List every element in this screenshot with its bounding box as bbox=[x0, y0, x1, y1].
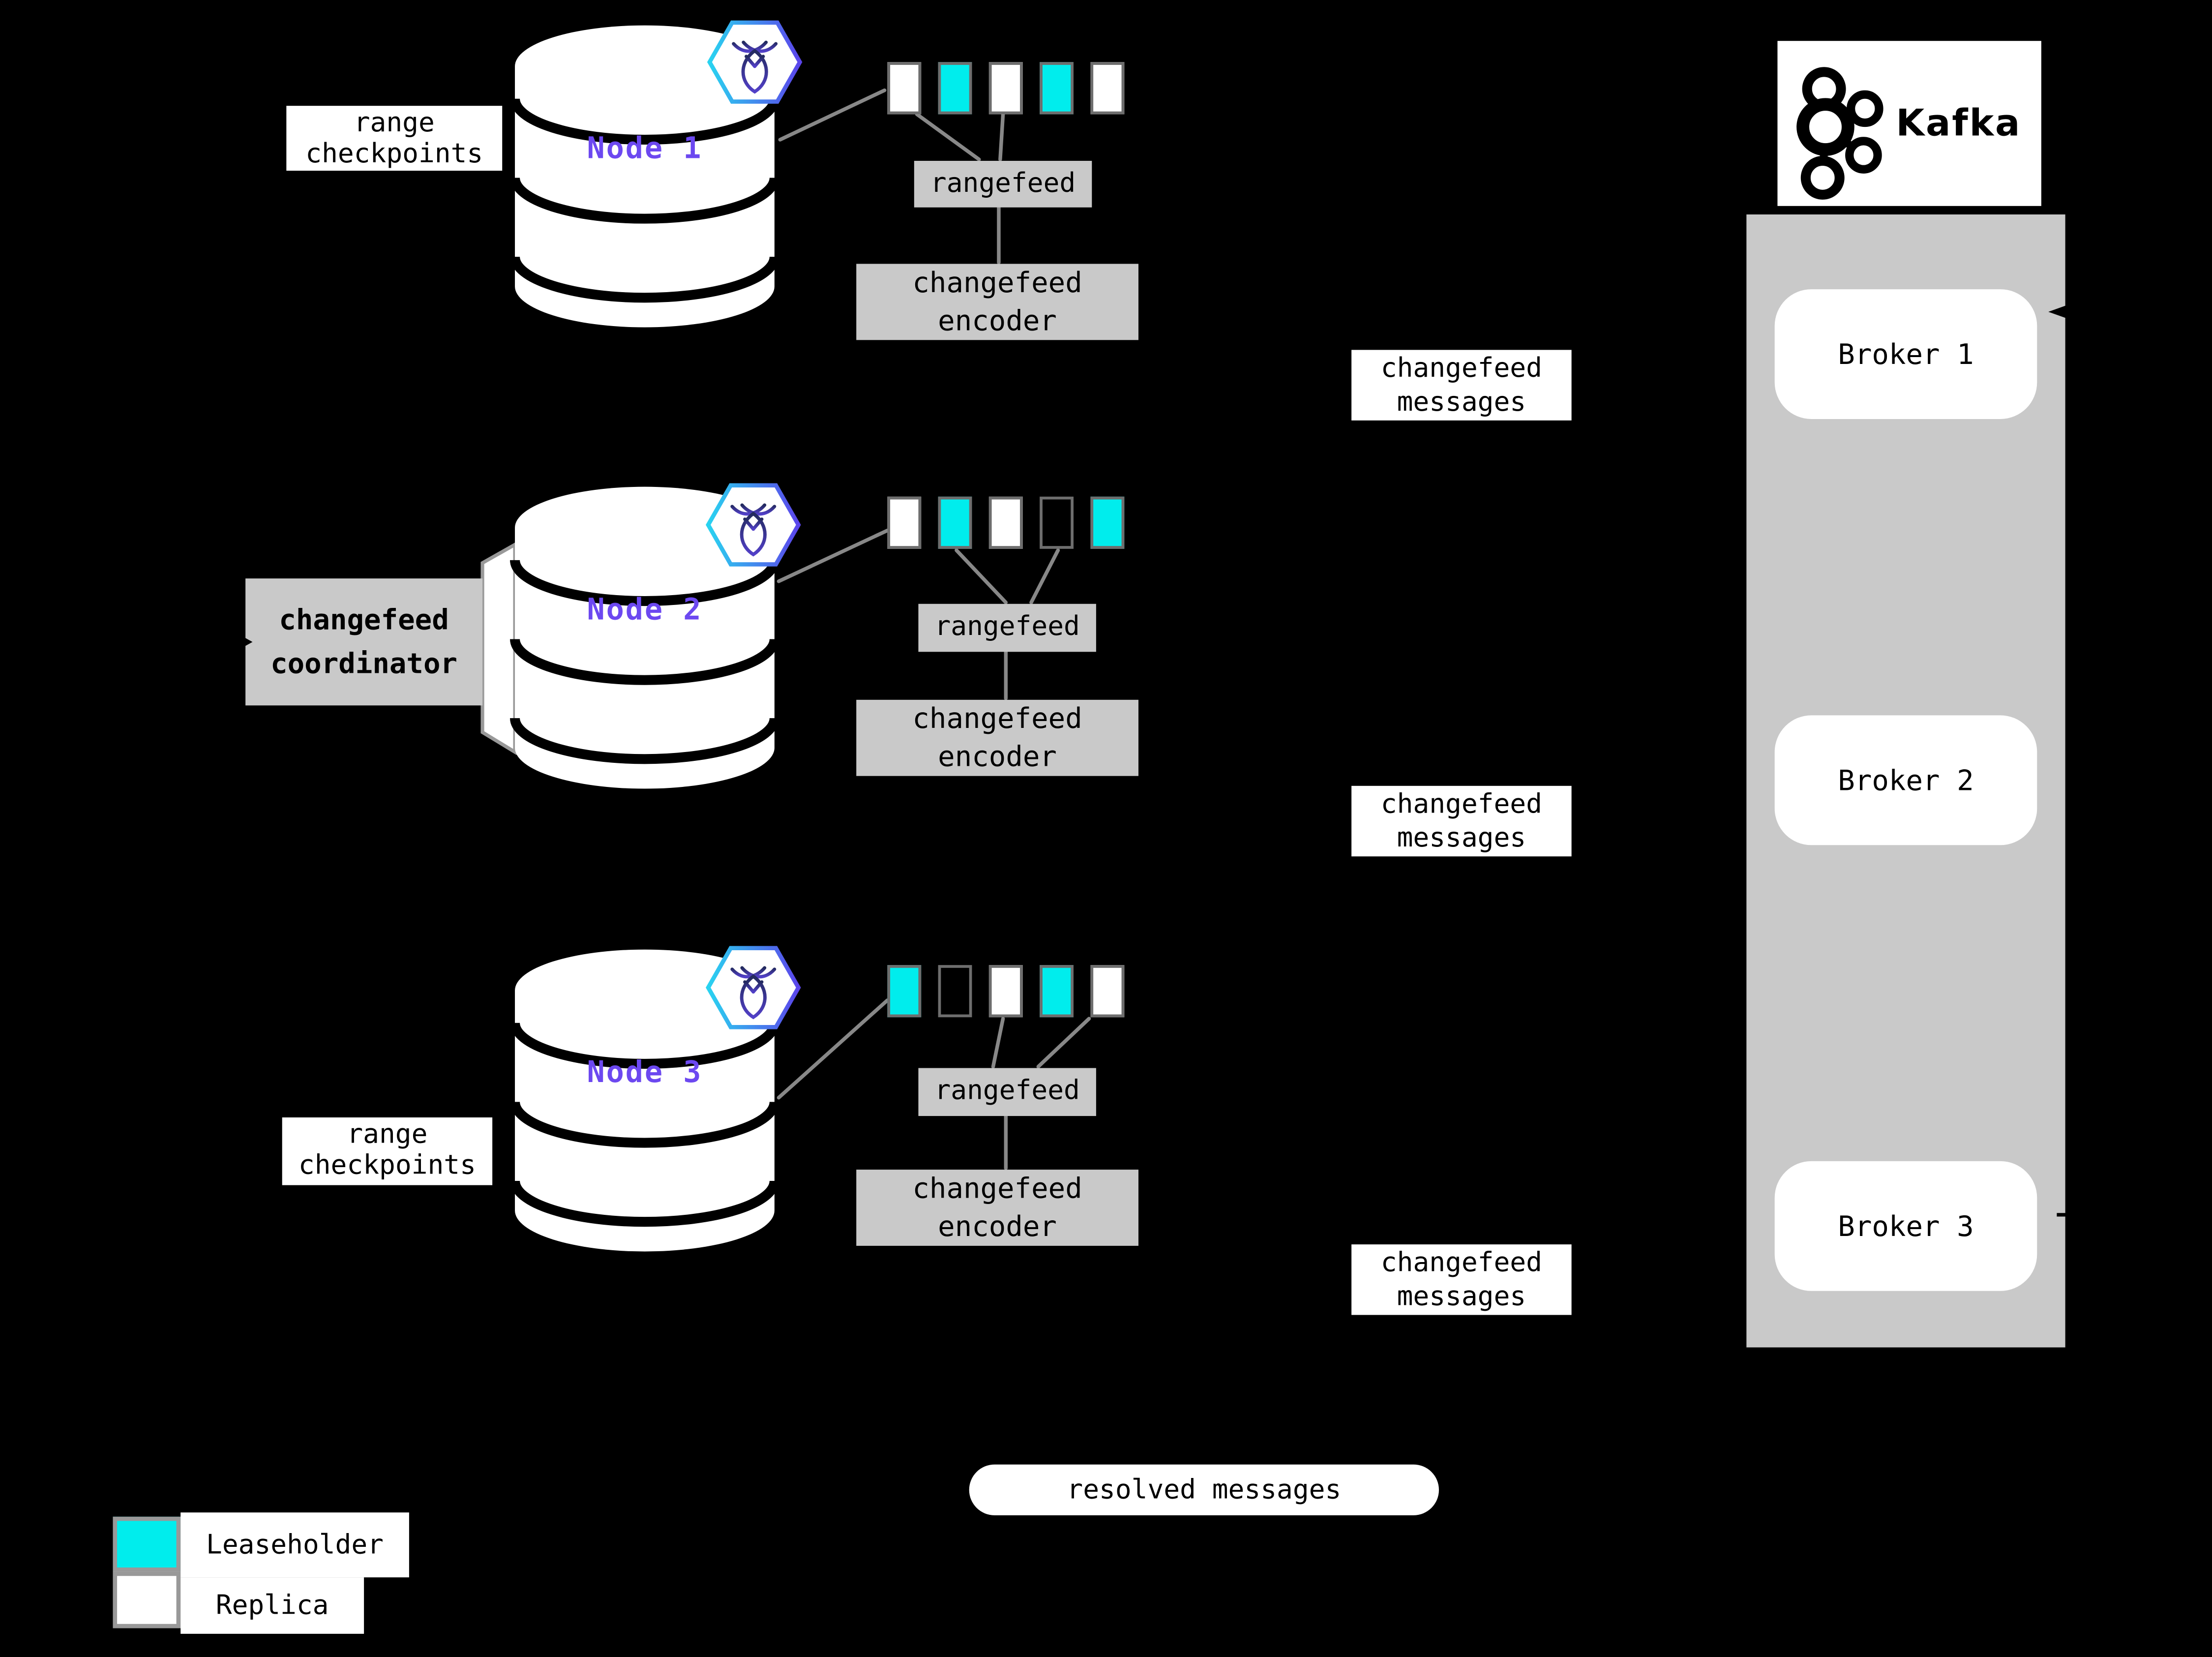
line-range1-to-rangefeed bbox=[915, 112, 981, 161]
node3-label: Node 3 bbox=[587, 1055, 703, 1089]
line-range5-to-rangefeed3 bbox=[1036, 1017, 1091, 1069]
node2-changefeed-encoder-box: changefeed encoder bbox=[856, 699, 1138, 776]
broker-1-label: Broker 1 bbox=[1838, 337, 1974, 371]
range-box bbox=[1040, 965, 1074, 1018]
node1-changefeed-encoder-box: changefeed encoder bbox=[856, 264, 1138, 340]
range-box bbox=[1090, 965, 1125, 1018]
line-node3-to-range bbox=[777, 998, 890, 1100]
node2-database-cylinder bbox=[509, 486, 779, 789]
node1-rangefeed-box: rangefeed bbox=[914, 161, 1092, 208]
broker-2-label: Broker 2 bbox=[1838, 763, 1974, 797]
node2-rangefeed-box: rangefeed bbox=[918, 603, 1096, 652]
resolved-messages-label: resolved messages bbox=[969, 1464, 1439, 1515]
node3-changefeed-encoder-box: changefeed encoder bbox=[856, 1170, 1138, 1246]
line-node2-to-range bbox=[777, 528, 890, 583]
kafka-icon bbox=[1796, 67, 1883, 200]
node1-database-cylinder bbox=[509, 25, 779, 328]
range-box bbox=[887, 62, 922, 115]
legend-leaseholder-swatch bbox=[113, 1516, 181, 1572]
range-box bbox=[938, 965, 972, 1018]
node3-changefeed-messages-label: changefeed messages bbox=[1351, 1244, 1572, 1315]
broker-3-box: Broker 3 bbox=[1774, 1161, 2037, 1291]
line-range2-to-rangefeed2 bbox=[955, 548, 1008, 604]
legend-replica-label: Replica bbox=[180, 1577, 364, 1634]
range-box bbox=[1040, 62, 1074, 115]
node1-range-checkpoints-label: range checkpoints bbox=[286, 106, 503, 171]
node2-changefeed-messages-label: changefeed messages bbox=[1351, 785, 1572, 857]
node1-changefeed-messages-label: changefeed messages bbox=[1351, 350, 1572, 421]
coordinator-flag bbox=[480, 542, 517, 755]
range-box bbox=[938, 496, 972, 549]
range-box bbox=[988, 965, 1023, 1018]
range-box bbox=[887, 496, 922, 549]
kafka-logo-text: Kafka bbox=[1896, 102, 2022, 145]
legend-leaseholder-label: Leaseholder bbox=[180, 1512, 409, 1578]
range-box bbox=[988, 62, 1023, 115]
kafka-logo-box: Kafka bbox=[1777, 41, 2041, 206]
range-box bbox=[988, 496, 1023, 549]
arrowhead-into-broker1 bbox=[2048, 304, 2068, 319]
range-box bbox=[938, 62, 972, 115]
node3-database-cylinder bbox=[509, 949, 779, 1252]
line-range3-to-rangefeed3 bbox=[991, 1017, 1005, 1069]
broker-2-box: Broker 2 bbox=[1774, 715, 2037, 845]
node3-rangefeed-box: rangefeed bbox=[918, 1068, 1096, 1116]
broker-3-label: Broker 3 bbox=[1838, 1209, 1974, 1243]
line-range4-to-rangefeed2 bbox=[1029, 548, 1060, 604]
range-box bbox=[1040, 496, 1074, 549]
node3-range-checkpoints-label: range checkpoints bbox=[282, 1117, 493, 1185]
line-range3-to-rangefeed bbox=[998, 112, 1005, 161]
connector-lines bbox=[777, 88, 1091, 1170]
node1-label: Node 1 bbox=[587, 131, 703, 165]
broker-1-box: Broker 1 bbox=[1774, 289, 2037, 419]
line-node1-to-range bbox=[778, 88, 887, 142]
arrowhead-into-coordinator bbox=[239, 634, 253, 649]
range-box bbox=[1090, 496, 1125, 549]
changefeed-coordinator-label: changefeed coordinator bbox=[245, 578, 483, 706]
legend-replica-swatch bbox=[113, 1571, 181, 1628]
node2-label: Node 2 bbox=[587, 592, 703, 627]
range-box bbox=[887, 965, 922, 1018]
range-box bbox=[1090, 62, 1125, 115]
